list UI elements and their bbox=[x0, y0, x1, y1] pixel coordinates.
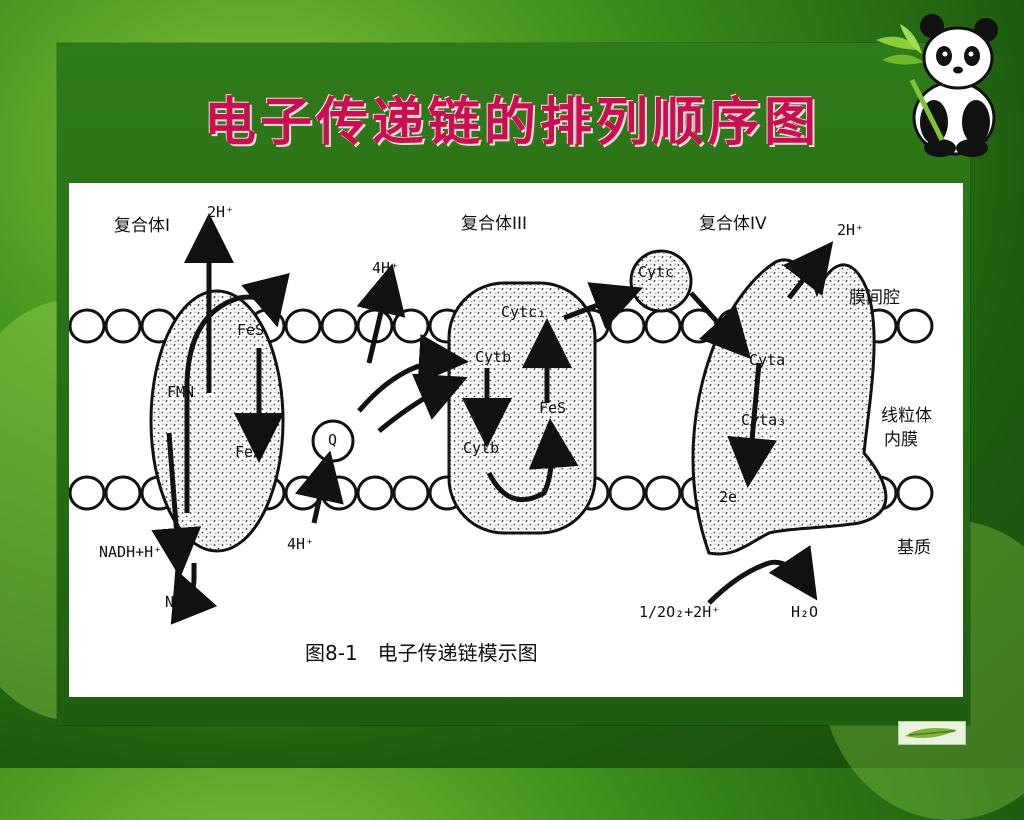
membrane-ring bbox=[896, 308, 934, 344]
cyta3-label: Cyta₃ bbox=[741, 411, 787, 429]
slide-title: 电子传递链的排列顺序图 bbox=[203, 92, 820, 153]
membrane-ring bbox=[320, 308, 358, 344]
membrane-ring bbox=[104, 475, 142, 511]
cytc-label: Cytc bbox=[638, 263, 675, 281]
oxygen-label: 1/2O₂+2H⁺ bbox=[639, 603, 721, 621]
figure-caption: 图8-1 电子传递链模示图 bbox=[305, 641, 538, 665]
electron-transport-chain-diagram: 复合体I 2H⁺ 4H⁺ 复合体III 复合体IV 2H⁺ 膜间腔 线粒体 内膜… bbox=[69, 183, 963, 697]
h4-bottom-label: 4H⁺ bbox=[287, 535, 315, 553]
cyta-label: Cyta bbox=[749, 351, 786, 369]
fes2-label: FeS bbox=[235, 443, 263, 461]
membrane-ring bbox=[608, 475, 646, 511]
membrane-ring bbox=[608, 308, 646, 344]
leaf-icon[interactable] bbox=[898, 721, 966, 745]
q-label: Q bbox=[328, 431, 338, 449]
nad-label: NAD⁺ bbox=[165, 593, 202, 611]
membrane-ring bbox=[356, 475, 394, 511]
matrix-label: 基质 bbox=[897, 538, 931, 558]
membrane-ring bbox=[392, 308, 430, 344]
nadh-label: NADH+H⁺ bbox=[99, 543, 163, 561]
membrane-ring bbox=[644, 308, 682, 344]
fes1-label: FeS bbox=[237, 321, 265, 339]
fmn-label: FMN bbox=[167, 383, 195, 401]
cytc-shape bbox=[629, 249, 693, 313]
membrane-ring bbox=[104, 308, 142, 344]
complex-iii-label: 复合体III bbox=[461, 214, 528, 234]
membrane-ring bbox=[320, 475, 358, 511]
intermembrane-label: 膜间腔 bbox=[849, 288, 900, 308]
membrane-ring bbox=[896, 475, 934, 511]
fes3-label: FeS bbox=[539, 399, 567, 417]
two-electron-label: 2e bbox=[719, 488, 738, 506]
membrane-ring bbox=[69, 475, 106, 511]
cytb1-label: Cytb bbox=[475, 348, 512, 366]
cytc1-label: Cytc₁ bbox=[501, 303, 547, 321]
panda-bamboo-icon bbox=[872, 10, 1012, 160]
membrane-ring bbox=[392, 475, 430, 511]
membrane-ring bbox=[644, 475, 682, 511]
complex-i-label: 复合体I bbox=[114, 216, 171, 236]
inner-membrane-label-1: 线粒体 bbox=[881, 406, 932, 426]
membrane-ring bbox=[69, 308, 106, 344]
h2-top-right-label: 2H⁺ bbox=[837, 221, 865, 239]
water-label: H₂O bbox=[791, 603, 819, 621]
membrane-ring bbox=[284, 308, 322, 344]
membrane-ring bbox=[284, 475, 322, 511]
complex-iv-label: 复合体IV bbox=[699, 214, 767, 234]
inner-membrane-label-2: 内膜 bbox=[884, 430, 918, 450]
cytb2-label: Cytb bbox=[463, 439, 500, 457]
h2-top-left-label: 2H⁺ bbox=[207, 203, 235, 221]
h4-top-label: 4H⁺ bbox=[372, 259, 400, 277]
